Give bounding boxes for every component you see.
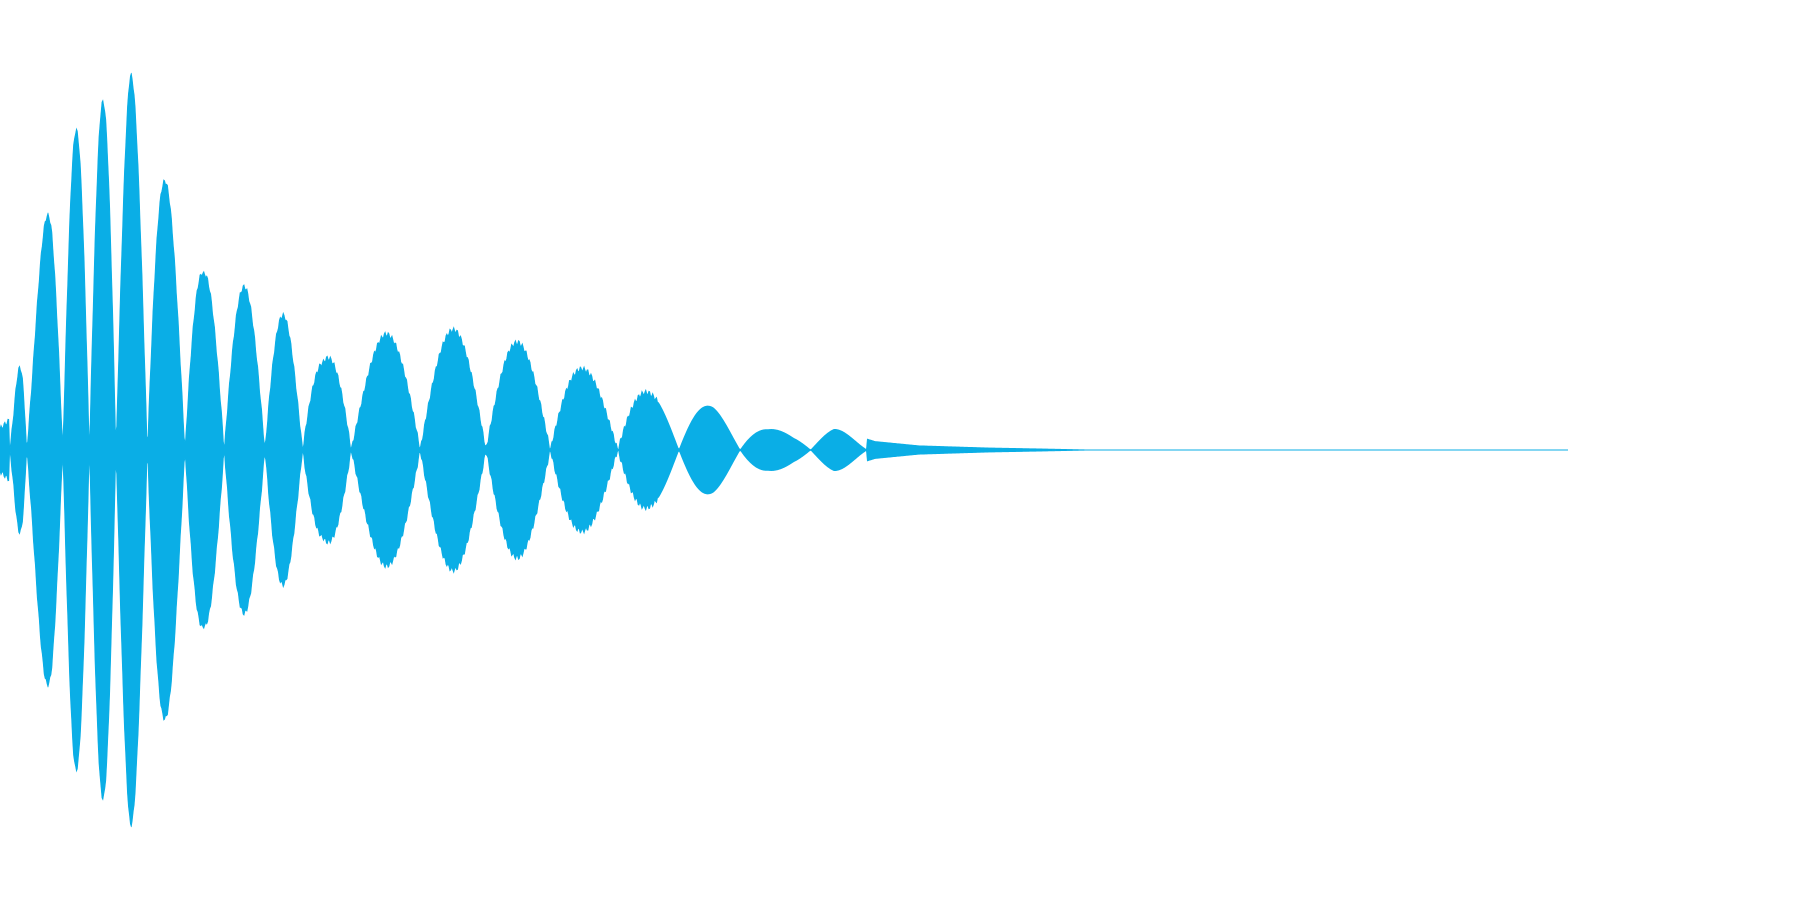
waveform-shape [0,72,1568,828]
